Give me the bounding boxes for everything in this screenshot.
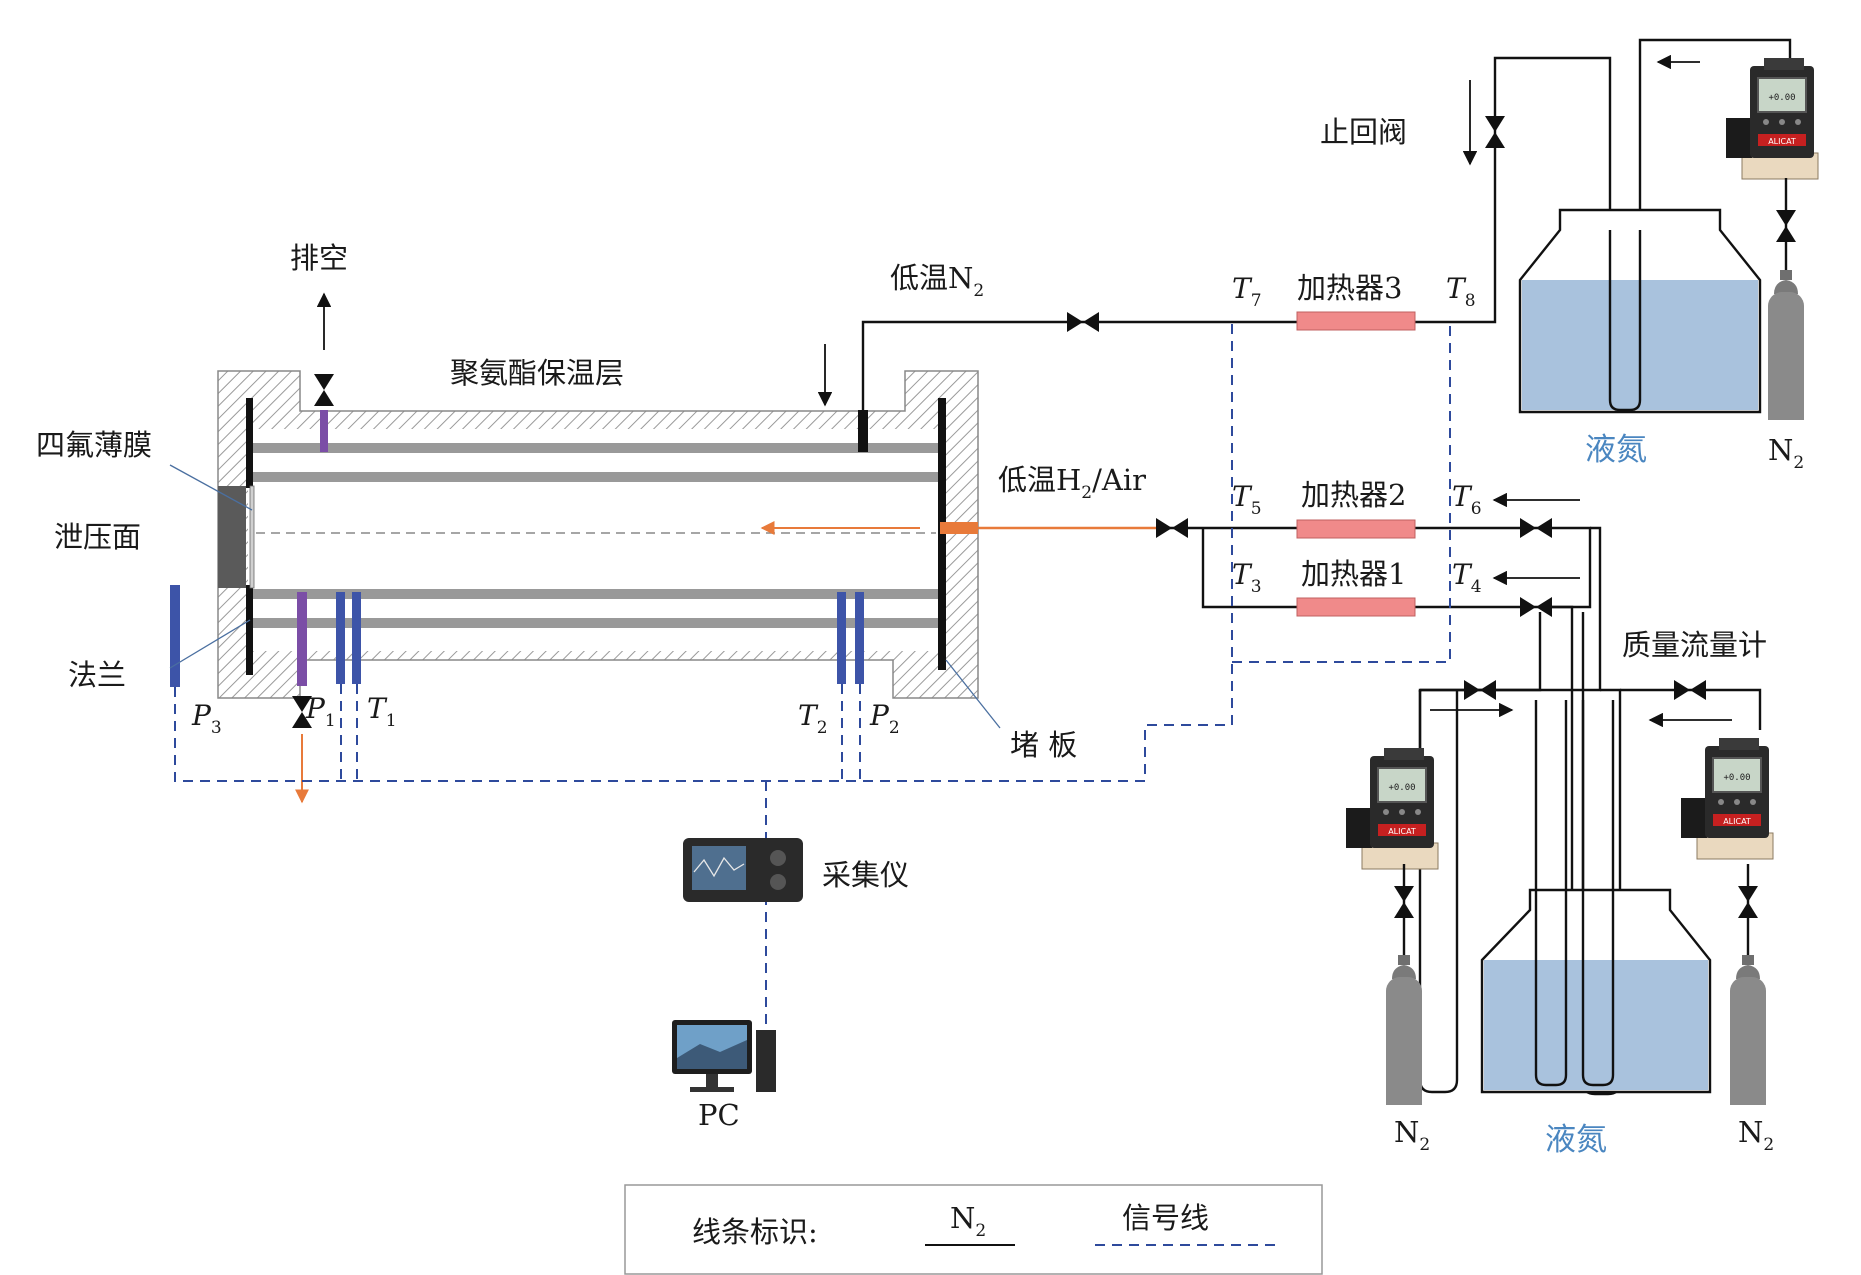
heater2-valve[interactable] xyxy=(1520,518,1552,538)
right-mfm-valve[interactable] xyxy=(1674,680,1706,700)
p3-label: P3 xyxy=(191,699,222,738)
dewar-bottom xyxy=(1480,700,1712,1094)
n2-cylinder-right xyxy=(1730,955,1766,1105)
pc-computer xyxy=(672,1020,776,1092)
dewar-top xyxy=(1518,208,1762,414)
t3-label: T3 xyxy=(1232,558,1262,597)
legend-title: 线条标识: xyxy=(692,1215,818,1249)
pipe-wall-bottom-inner xyxy=(248,589,942,599)
left-flange-top xyxy=(246,398,253,488)
heater3-label: 加热器3 xyxy=(1297,271,1402,305)
flow-arrows xyxy=(1430,54,1732,728)
relief-face-label: 泄压面 xyxy=(54,520,141,554)
right-mfm-link xyxy=(1620,688,1762,730)
legend-signal-label: 信号线 xyxy=(1122,1201,1209,1235)
t4-label: T4 xyxy=(1452,558,1482,597)
sensor-p2 xyxy=(855,592,864,684)
left-mfm-loop xyxy=(1418,690,1459,1094)
cold-n2-valve[interactable] xyxy=(1067,312,1099,332)
ptfe-film xyxy=(249,485,255,589)
vent-port xyxy=(320,410,328,452)
pipe-assembly xyxy=(169,292,1165,804)
blind-plate-label: 堵 板 xyxy=(1010,728,1077,762)
p2-label: P2 xyxy=(869,699,900,738)
flange-leader xyxy=(169,619,251,669)
vent-label: 排空 xyxy=(290,241,348,275)
heater2-label: 加热器2 xyxy=(1301,478,1406,512)
n2-inlet-port xyxy=(858,410,868,452)
sensor-t2 xyxy=(837,592,846,684)
t7-label: T7 xyxy=(1232,272,1262,311)
n2-cylinder-left xyxy=(1386,955,1422,1105)
mass-flow-meter-top xyxy=(1725,57,1819,180)
n2-top-label: N2 xyxy=(1768,433,1804,473)
top-cylinder-valve[interactable] xyxy=(1776,210,1796,242)
t1-label: T1 xyxy=(367,692,397,731)
left-flange-bottom xyxy=(246,585,253,675)
pipe-wall-top-outer xyxy=(248,443,942,453)
cold-n2-label: 低温N2 xyxy=(890,261,984,301)
mass-flow-meter-label: 质量流量计 xyxy=(1622,628,1767,662)
liquid-nitrogen-top-label: 液氮 xyxy=(1585,432,1647,468)
t8-label: T8 xyxy=(1446,272,1476,311)
insulation-label: 聚氨酯保温层 xyxy=(450,356,624,390)
sensor-p1 xyxy=(297,592,307,686)
heater2 xyxy=(1296,519,1416,539)
left-mfm-top xyxy=(1420,612,1542,692)
cold-h2-air-label: 低温H2/Air xyxy=(998,463,1146,503)
pc-label: PC xyxy=(698,1098,740,1132)
sensor-t1-b xyxy=(352,592,361,684)
mass-flow-meter-right xyxy=(1680,737,1774,860)
mass-flow-meter-left xyxy=(1345,747,1439,870)
pipe-bore xyxy=(248,429,942,651)
liquid-nitrogen-bottom-label: 液氮 xyxy=(1545,1122,1607,1158)
left-mfm-valve[interactable] xyxy=(1464,680,1496,700)
t5-label: T5 xyxy=(1232,480,1262,519)
ptfe-leader xyxy=(169,464,253,511)
inlet-nozzle xyxy=(940,522,978,534)
flange-label: 法兰 xyxy=(68,658,126,692)
legend-n2-label: N2 xyxy=(950,1201,986,1241)
ptfe-film-label: 四氟薄膜 xyxy=(36,428,152,462)
blind-plate-leader xyxy=(945,659,1001,729)
pipe-wall-top-inner xyxy=(248,472,942,482)
relief-face xyxy=(218,486,246,588)
heater3 xyxy=(1296,311,1416,331)
left-cylinder-valve[interactable] xyxy=(1394,886,1414,918)
heater1 xyxy=(1296,597,1416,617)
check-valve-label: 止回阀 xyxy=(1320,115,1407,149)
t2-label: T2 xyxy=(798,699,828,738)
daq-device xyxy=(683,838,803,902)
right-cylinder-valve[interactable] xyxy=(1738,886,1758,918)
daq-label: 采集仪 xyxy=(822,858,909,892)
t6-label: T6 xyxy=(1452,480,1482,519)
h2-inlet-valve[interactable] xyxy=(1156,518,1188,538)
sensor-t1-a xyxy=(336,592,345,684)
pipe-wall-bottom-outer xyxy=(248,618,942,628)
vent-valve[interactable] xyxy=(314,374,334,406)
n2-left-label: N2 xyxy=(1394,1115,1430,1155)
legend-box xyxy=(624,1184,1323,1275)
sensor-p3 xyxy=(170,585,180,687)
n2-cylinder-top xyxy=(1768,270,1804,420)
heater1-label: 加热器1 xyxy=(1301,557,1406,591)
check-valve[interactable] xyxy=(1485,116,1505,148)
heater1-valve[interactable] xyxy=(1520,597,1552,617)
p1-label: P1 xyxy=(305,692,336,731)
n2-right-label: N2 xyxy=(1738,1115,1774,1155)
